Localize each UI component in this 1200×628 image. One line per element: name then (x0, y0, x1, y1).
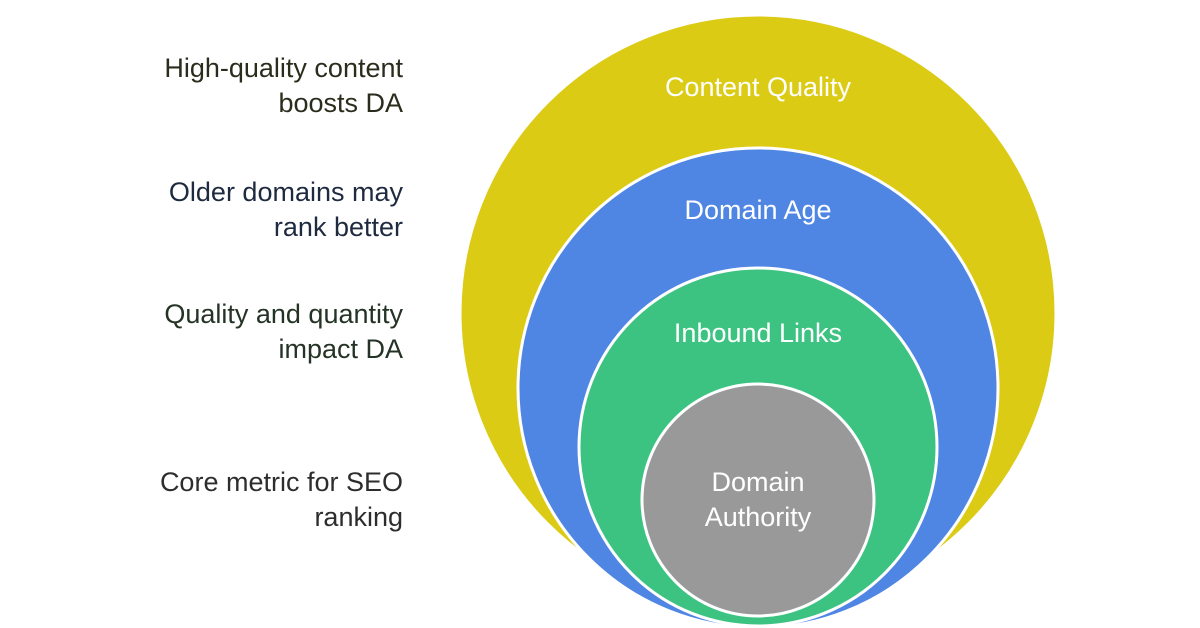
description-line: High-quality content (164, 53, 403, 83)
domain-age-label: Domain Age (684, 195, 831, 225)
description-line: Older domains may (168, 177, 403, 207)
description-line: rank better (273, 212, 403, 242)
domain-authority-description: Core metric for SEO ranking (43, 465, 403, 535)
inbound-links-label: Inbound Links (674, 318, 842, 348)
domain-authority-label-line-1: Domain (711, 467, 804, 497)
description-line: Core metric for SEO (159, 467, 403, 497)
domain-authority-circle (640, 382, 876, 618)
description-line: boosts DA (278, 88, 403, 118)
inbound-links-description: Quality and quantity impact DA (43, 297, 403, 367)
domain-authority-label-line-2: Authority (705, 502, 812, 532)
domain-age-description: Older domains may rank better (43, 175, 403, 245)
description-line: impact DA (278, 334, 403, 364)
content-quality-description: High-quality content boosts DA (43, 51, 403, 121)
content-quality-label: Content Quality (665, 72, 852, 102)
description-line: ranking (314, 502, 403, 532)
description-line: Quality and quantity (164, 299, 403, 329)
